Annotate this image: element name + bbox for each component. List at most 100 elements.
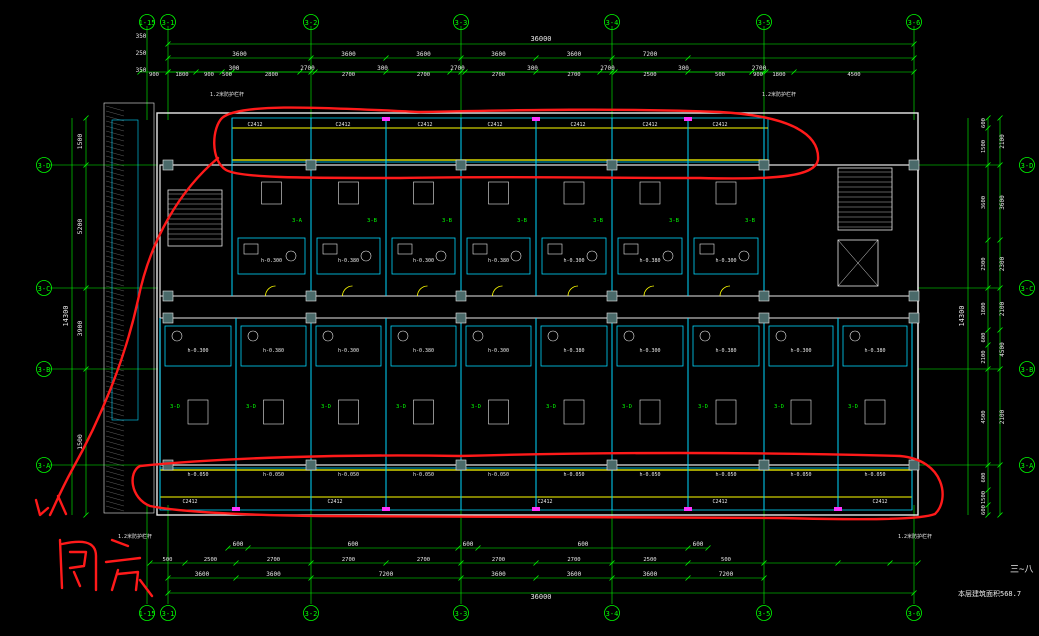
hatch-line <box>105 340 125 347</box>
hatch-line <box>105 315 125 322</box>
dimension-tick <box>985 237 991 243</box>
window-tag: C2412 <box>487 122 502 128</box>
bed <box>639 181 661 205</box>
bath-level: h-0.380 <box>715 348 736 354</box>
window-tag: C2412 <box>537 499 552 505</box>
bed <box>790 399 812 425</box>
bed <box>563 181 585 205</box>
dimension-text: 2700 <box>450 65 465 72</box>
hatch-line <box>105 145 125 152</box>
bed <box>261 181 282 205</box>
window-tag: C2412 <box>642 122 657 128</box>
dimension-tick <box>705 545 711 551</box>
axis-label-top: 3-5 <box>758 19 771 27</box>
bath-level: h-0.300 <box>261 258 282 264</box>
dimension-text: 600 <box>981 473 987 483</box>
bath-level: h-0.380 <box>413 348 434 354</box>
axis-label-right: 3-C <box>1021 285 1034 293</box>
axis-label-bottom: 3-5 <box>758 610 771 618</box>
bath-level: h-0.380 <box>639 258 660 264</box>
column <box>162 312 174 324</box>
hatch-line <box>105 270 125 277</box>
wall-marker <box>684 117 692 121</box>
dimension-text: 4500 <box>999 342 1006 357</box>
dimension-tick <box>308 575 314 581</box>
hatch-line <box>105 285 125 292</box>
dimension-text: 2100 <box>981 350 987 363</box>
bath-level: h-0.300 <box>413 258 434 264</box>
bathroom <box>692 325 760 367</box>
markup-loop-north <box>213 106 820 180</box>
dimension-text: 600 <box>233 541 244 548</box>
column <box>455 312 467 324</box>
dimension-text: 4500 <box>981 410 987 423</box>
balcony-level: h-0.050 <box>263 472 284 478</box>
toilet <box>285 250 297 262</box>
axis-label-left: 3-D <box>38 162 51 170</box>
dimension-text: 2300 <box>981 257 987 270</box>
hatch-line <box>105 120 125 127</box>
hatch-line <box>105 230 125 237</box>
hatch-line <box>105 195 125 202</box>
bed <box>413 181 434 205</box>
dimension-text: 2700 <box>417 557 430 563</box>
dimension-text: 3600 <box>341 51 356 58</box>
bath-level: h-0.300 <box>790 348 811 354</box>
bath-level: h-0.300 <box>488 348 509 354</box>
dimension-tick <box>83 366 89 372</box>
axis-label-right: 3-B <box>1021 366 1034 374</box>
room-type-label: 3-B <box>517 218 528 224</box>
dimension-text: 300 <box>527 65 538 72</box>
dimension-text: 1500 <box>981 140 987 153</box>
overall-dimension-right: 14300 <box>958 305 966 326</box>
dimension-tick <box>137 69 143 75</box>
sink <box>322 243 338 255</box>
dimension-tick <box>165 590 171 596</box>
column <box>758 290 770 302</box>
dimension-text: 600 <box>981 118 987 128</box>
dimension-text: 3600 <box>195 571 210 578</box>
hatch-line <box>105 130 125 137</box>
bath-level: h-0.300 <box>639 348 660 354</box>
sink <box>699 243 715 255</box>
axis-label-left: 3-A <box>38 462 51 470</box>
dimension-tick <box>985 162 991 168</box>
toilet <box>171 330 183 342</box>
room-type-label: 3-A <box>292 218 303 224</box>
dimension-text: 900 <box>753 72 763 78</box>
axis-bubble-right <box>1019 457 1035 473</box>
column <box>305 312 317 324</box>
dimension-tick <box>685 69 691 75</box>
axis-bubble-bottom <box>160 605 176 621</box>
hatch-line <box>105 305 125 312</box>
dimension-tick <box>609 69 615 75</box>
bath-level: h-0.380 <box>864 348 885 354</box>
dimension-tick <box>997 512 1003 518</box>
dimension-tick <box>245 545 251 551</box>
adjacent-building-outline <box>103 102 155 514</box>
railing-callout: 1.2米防护栏杆 <box>210 91 244 98</box>
dimension-text: 600 <box>578 541 589 548</box>
room-type-label: 3-D <box>321 404 331 410</box>
dimension-text: 3600 <box>999 195 1006 210</box>
dimension-text: 300 <box>678 65 689 72</box>
handwriting-char-1 <box>58 538 98 592</box>
bathroom <box>617 237 683 275</box>
dimension-tick <box>383 560 389 566</box>
window-tag: C2412 <box>335 122 350 128</box>
dimension-text: 1800 <box>772 72 785 78</box>
dimension-tick <box>458 55 464 61</box>
hatch-line <box>105 440 125 447</box>
dimension-tick <box>233 575 239 581</box>
axis-label-bottom: 3-2 <box>305 610 318 618</box>
hatch-line <box>105 105 125 112</box>
dimension-tick <box>229 69 235 75</box>
dimension-text: 500 <box>721 557 731 563</box>
axis-bubble-top <box>453 14 469 30</box>
column <box>305 290 317 302</box>
axis-bubble-left <box>36 457 52 473</box>
bathroom <box>842 325 908 367</box>
dimension-text: 2700 <box>417 72 430 78</box>
toilet <box>738 250 750 262</box>
hatch-line <box>105 260 125 267</box>
